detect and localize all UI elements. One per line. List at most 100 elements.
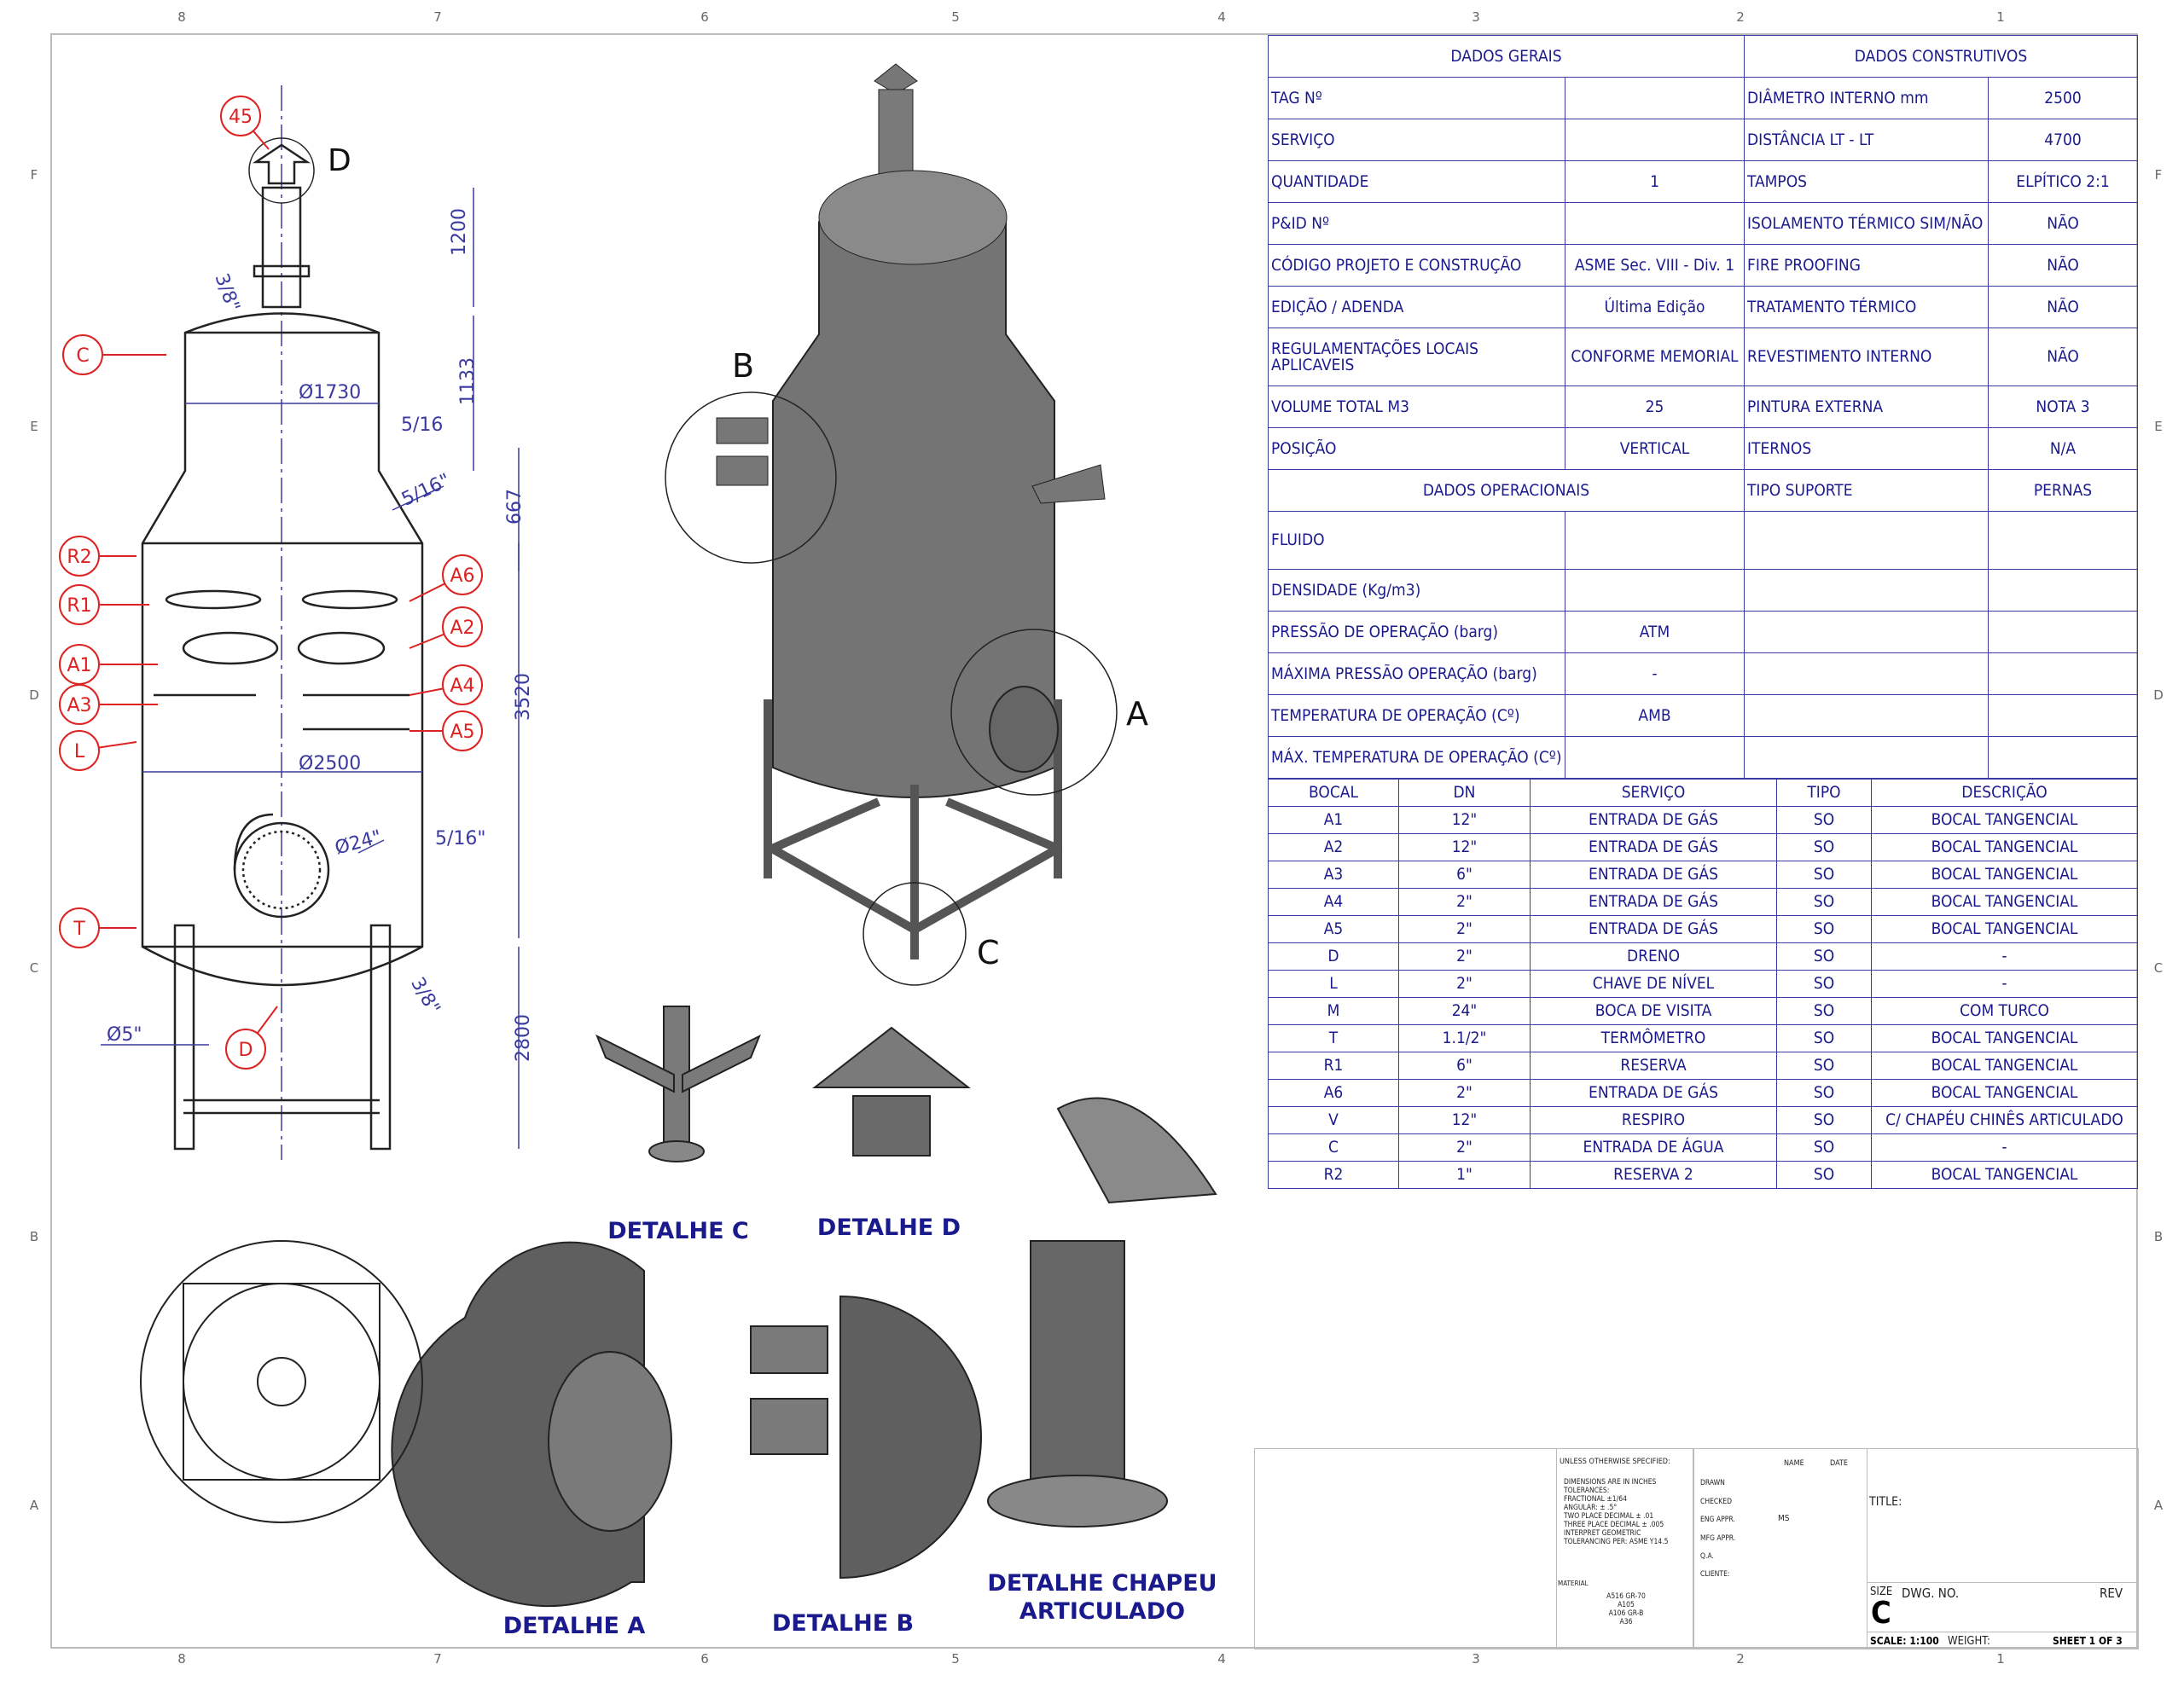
material-item: A105 bbox=[1618, 1601, 1635, 1609]
nozzle-cell: A2 bbox=[1268, 833, 1399, 861]
column-header: SERVIÇO bbox=[1530, 779, 1777, 807]
callout-r1: R1 bbox=[67, 595, 91, 617]
oper-label: MÁXIMA PRESSÃO OPERAÇÃO (barg) bbox=[1268, 652, 1565, 695]
zone-row-F: F bbox=[31, 167, 38, 183]
callout-bubble-a6 bbox=[442, 554, 483, 595]
callout-bubble-a3 bbox=[59, 684, 100, 725]
tolerance-line: FRACTIONAL ±1/64 bbox=[1564, 1495, 1627, 1504]
row-value: 1 bbox=[1565, 160, 1745, 203]
empty-cell bbox=[1744, 611, 1989, 653]
nozzle-cell: SO bbox=[1776, 915, 1872, 943]
row-value: ELPÍTICO 2:1 bbox=[1987, 160, 2139, 203]
dim-667: 667 bbox=[504, 489, 526, 525]
nozzle-cell: ENTRADA DE GÁS bbox=[1530, 806, 1777, 834]
callout-c: C bbox=[76, 345, 89, 367]
nozzle-cell: V bbox=[1268, 1106, 1399, 1134]
row-value: N/A bbox=[1987, 427, 2139, 470]
zone-row-B: B bbox=[2154, 1229, 2163, 1244]
empty-cell bbox=[1744, 652, 1989, 695]
nozzle-cell: 6" bbox=[1398, 861, 1531, 889]
approval-role: MFG APPR. bbox=[1700, 1533, 1736, 1543]
nozzle-cell: BOCAL TANGENCIAL bbox=[1871, 1024, 2138, 1052]
zone-col-3: 3 bbox=[1472, 9, 1480, 25]
dim-1133: 1133 bbox=[457, 357, 479, 405]
nozzle-cell: 24" bbox=[1398, 997, 1531, 1025]
tolerance-line: INTERPRET GEOMETRIC bbox=[1564, 1529, 1641, 1538]
callout-a4: A4 bbox=[450, 675, 474, 697]
nozzle-cell: SO bbox=[1776, 942, 1872, 971]
oper-value bbox=[1565, 511, 1745, 570]
nozzle-cell: 12" bbox=[1398, 806, 1531, 834]
zone-row-A: A bbox=[2154, 1498, 2164, 1513]
row-label: ISOLAMENTO TÉRMICO SIM/NÃO bbox=[1744, 202, 1989, 245]
tolerance-line: TOLERANCES: bbox=[1564, 1487, 1610, 1495]
dim-d5: Ø5" bbox=[107, 1024, 142, 1046]
callout-bubble-c bbox=[62, 334, 103, 375]
material-label: MATERIAL bbox=[1558, 1580, 1589, 1587]
support-value: PERNAS bbox=[1987, 469, 2139, 512]
dim-2800: 2800 bbox=[513, 1014, 534, 1062]
iso-label-b: B bbox=[732, 347, 754, 385]
nozzle-cell: BOCA DE VISITA bbox=[1530, 997, 1777, 1025]
nozzle-cell: ENTRADA DE GÁS bbox=[1530, 1079, 1777, 1107]
oper-value bbox=[1565, 569, 1745, 612]
unless-specified: UNLESS OTHERWISE SPECIFIED: bbox=[1560, 1458, 1670, 1466]
nozzle-cell: - bbox=[1871, 970, 2138, 998]
detail-d-label: DETALHE D bbox=[817, 1215, 961, 1241]
nozzle-cell: 2" bbox=[1398, 1133, 1531, 1162]
header-dados-operacionais: DADOS OPERACIONAIS bbox=[1268, 469, 1745, 512]
oper-value: - bbox=[1565, 652, 1745, 695]
nozzle-cell: T bbox=[1268, 1024, 1399, 1052]
empty-cell bbox=[1987, 694, 2139, 737]
isometric-view: A B C bbox=[665, 63, 1148, 986]
nozzle-cell: BOCAL TANGENCIAL bbox=[1871, 1052, 2138, 1080]
zone-row-D: D bbox=[29, 687, 39, 703]
zone-col-7: 7 bbox=[433, 9, 442, 25]
zone-col-8: 8 bbox=[177, 1651, 186, 1667]
row-value: CONFORME MEMORIAL bbox=[1565, 328, 1745, 386]
scale: SCALE: 1:100 bbox=[1870, 1635, 1939, 1647]
nozzle-cell: R2 bbox=[1268, 1161, 1399, 1189]
nozzle-cell: SO bbox=[1776, 1133, 1872, 1162]
zone-col-4: 4 bbox=[1217, 9, 1226, 25]
nozzle-cell: A3 bbox=[1268, 861, 1399, 889]
nozzle-cell: BOCAL TANGENCIAL bbox=[1871, 833, 2138, 861]
date-header: DATE bbox=[1830, 1459, 1848, 1468]
row-value: NÃO bbox=[1987, 328, 2139, 386]
empty-cell bbox=[1987, 511, 2139, 570]
zone-col-5: 5 bbox=[951, 1651, 960, 1667]
zone-col-2: 2 bbox=[1736, 9, 1745, 25]
row-value: Última Edição bbox=[1565, 286, 1745, 328]
table-row: MÁXIMA PRESSÃO OPERAÇÃO (barg)- bbox=[1268, 652, 2139, 695]
iso-label-c: C bbox=[977, 934, 1000, 971]
header-dados-construtivos: DADOS CONSTRUTIVOS bbox=[1743, 35, 2139, 78]
nozzle-cell: BOCAL TANGENCIAL bbox=[1871, 806, 2138, 834]
callout-bubble-t bbox=[59, 907, 100, 948]
row-label: TAMPOS bbox=[1744, 160, 1989, 203]
row-value bbox=[1565, 202, 1745, 245]
empty-cell bbox=[1744, 511, 1989, 570]
row-label: DIÂMETRO INTERNO mm bbox=[1744, 77, 1989, 119]
approval-role: DRAWN bbox=[1700, 1479, 1725, 1487]
row-value: NÃO bbox=[1987, 286, 2139, 328]
zone-row-B: B bbox=[30, 1229, 38, 1244]
nozzle-cell: 2" bbox=[1398, 915, 1531, 943]
row-value: VERTICAL bbox=[1565, 427, 1745, 470]
callout-bubble-r1 bbox=[59, 584, 100, 625]
nozzle-cell: TERMÔMETRO bbox=[1530, 1024, 1777, 1052]
detail-hat-label-1: DETALHE CHAPEU bbox=[987, 1570, 1217, 1597]
tolerance-line: DIMENSIONS ARE IN INCHES bbox=[1564, 1478, 1657, 1487]
callout-bubble-a4 bbox=[442, 664, 483, 705]
empty-cell bbox=[1744, 694, 1989, 737]
zone-col-2: 2 bbox=[1736, 1651, 1745, 1667]
dim-516a: 5/16 bbox=[401, 415, 443, 436]
dim-1200: 1200 bbox=[449, 208, 470, 256]
nozzle-cell: M bbox=[1268, 997, 1399, 1025]
nozzle-cell: ENTRADA DE GÁS bbox=[1530, 861, 1777, 889]
